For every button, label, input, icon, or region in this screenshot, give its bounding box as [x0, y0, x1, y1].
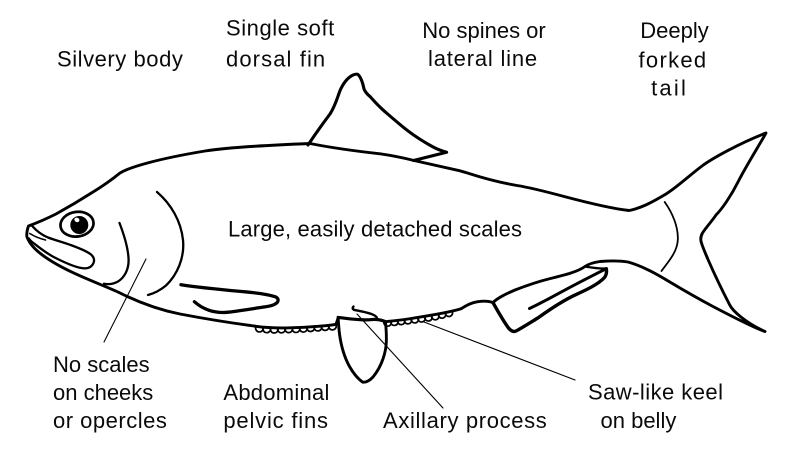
svg-text:Axillary process: Axillary process: [383, 408, 547, 433]
svg-text:Abdominal: Abdominal: [223, 380, 329, 405]
svg-text:pelvic fins: pelvic fins: [223, 408, 328, 433]
svg-text:Deeply: Deeply: [640, 18, 708, 43]
svg-text:on belly: on belly: [601, 408, 677, 433]
svg-text:Saw-like keel: Saw-like keel: [588, 380, 723, 405]
svg-text:Large, easily detached scales: Large, easily detached scales: [228, 217, 522, 242]
svg-text:Single soft: Single soft: [226, 15, 335, 40]
svg-text:lateral line: lateral line: [428, 46, 538, 71]
svg-text:dorsal fin: dorsal fin: [226, 47, 326, 72]
svg-text:No spines or: No spines or: [422, 18, 546, 43]
svg-text:No scales: No scales: [53, 352, 150, 377]
svg-text:or opercles: or opercles: [53, 408, 167, 433]
svg-text:tail: tail: [651, 75, 688, 100]
svg-text:forked: forked: [639, 47, 708, 72]
svg-text:on cheeks: on cheeks: [53, 380, 153, 405]
svg-text:Silvery body: Silvery body: [57, 46, 183, 71]
